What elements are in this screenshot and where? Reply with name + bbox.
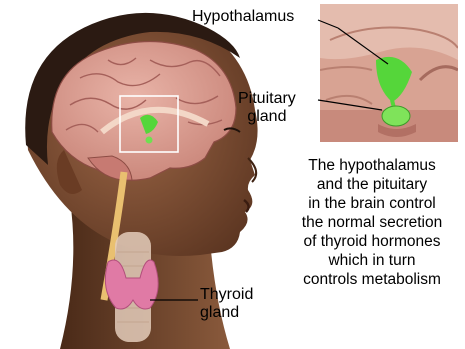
caption-text: The hypothalamus and the pituitary in th… <box>284 156 460 289</box>
hypothalamus-label: Hypothalamus <box>192 8 294 26</box>
pituitary-label-line2: gland <box>238 108 296 126</box>
caption-line: the normal secretion <box>284 213 460 232</box>
pituitary-label-line1: Pituitary <box>238 90 296 108</box>
pituitary-inset <box>382 106 410 126</box>
thyroid-label-line1: Thyroid <box>200 286 253 304</box>
caption-line: and the pituitary <box>284 175 460 194</box>
caption-line: The hypothalamus <box>284 156 460 175</box>
thyroid-label-line2: gland <box>200 304 253 322</box>
thyroid-gland-label: Thyroid gland <box>200 286 253 321</box>
caption-line: which in turn <box>284 251 460 270</box>
inset-artwork <box>320 4 458 142</box>
caption-line: controls metabolism <box>284 270 460 289</box>
pituitary-gland-label: Pituitary gland <box>238 90 296 125</box>
caption-line: of thyroid hormones <box>284 232 460 251</box>
caption-line: in the brain control <box>284 194 460 213</box>
pituitary-small <box>146 137 153 144</box>
